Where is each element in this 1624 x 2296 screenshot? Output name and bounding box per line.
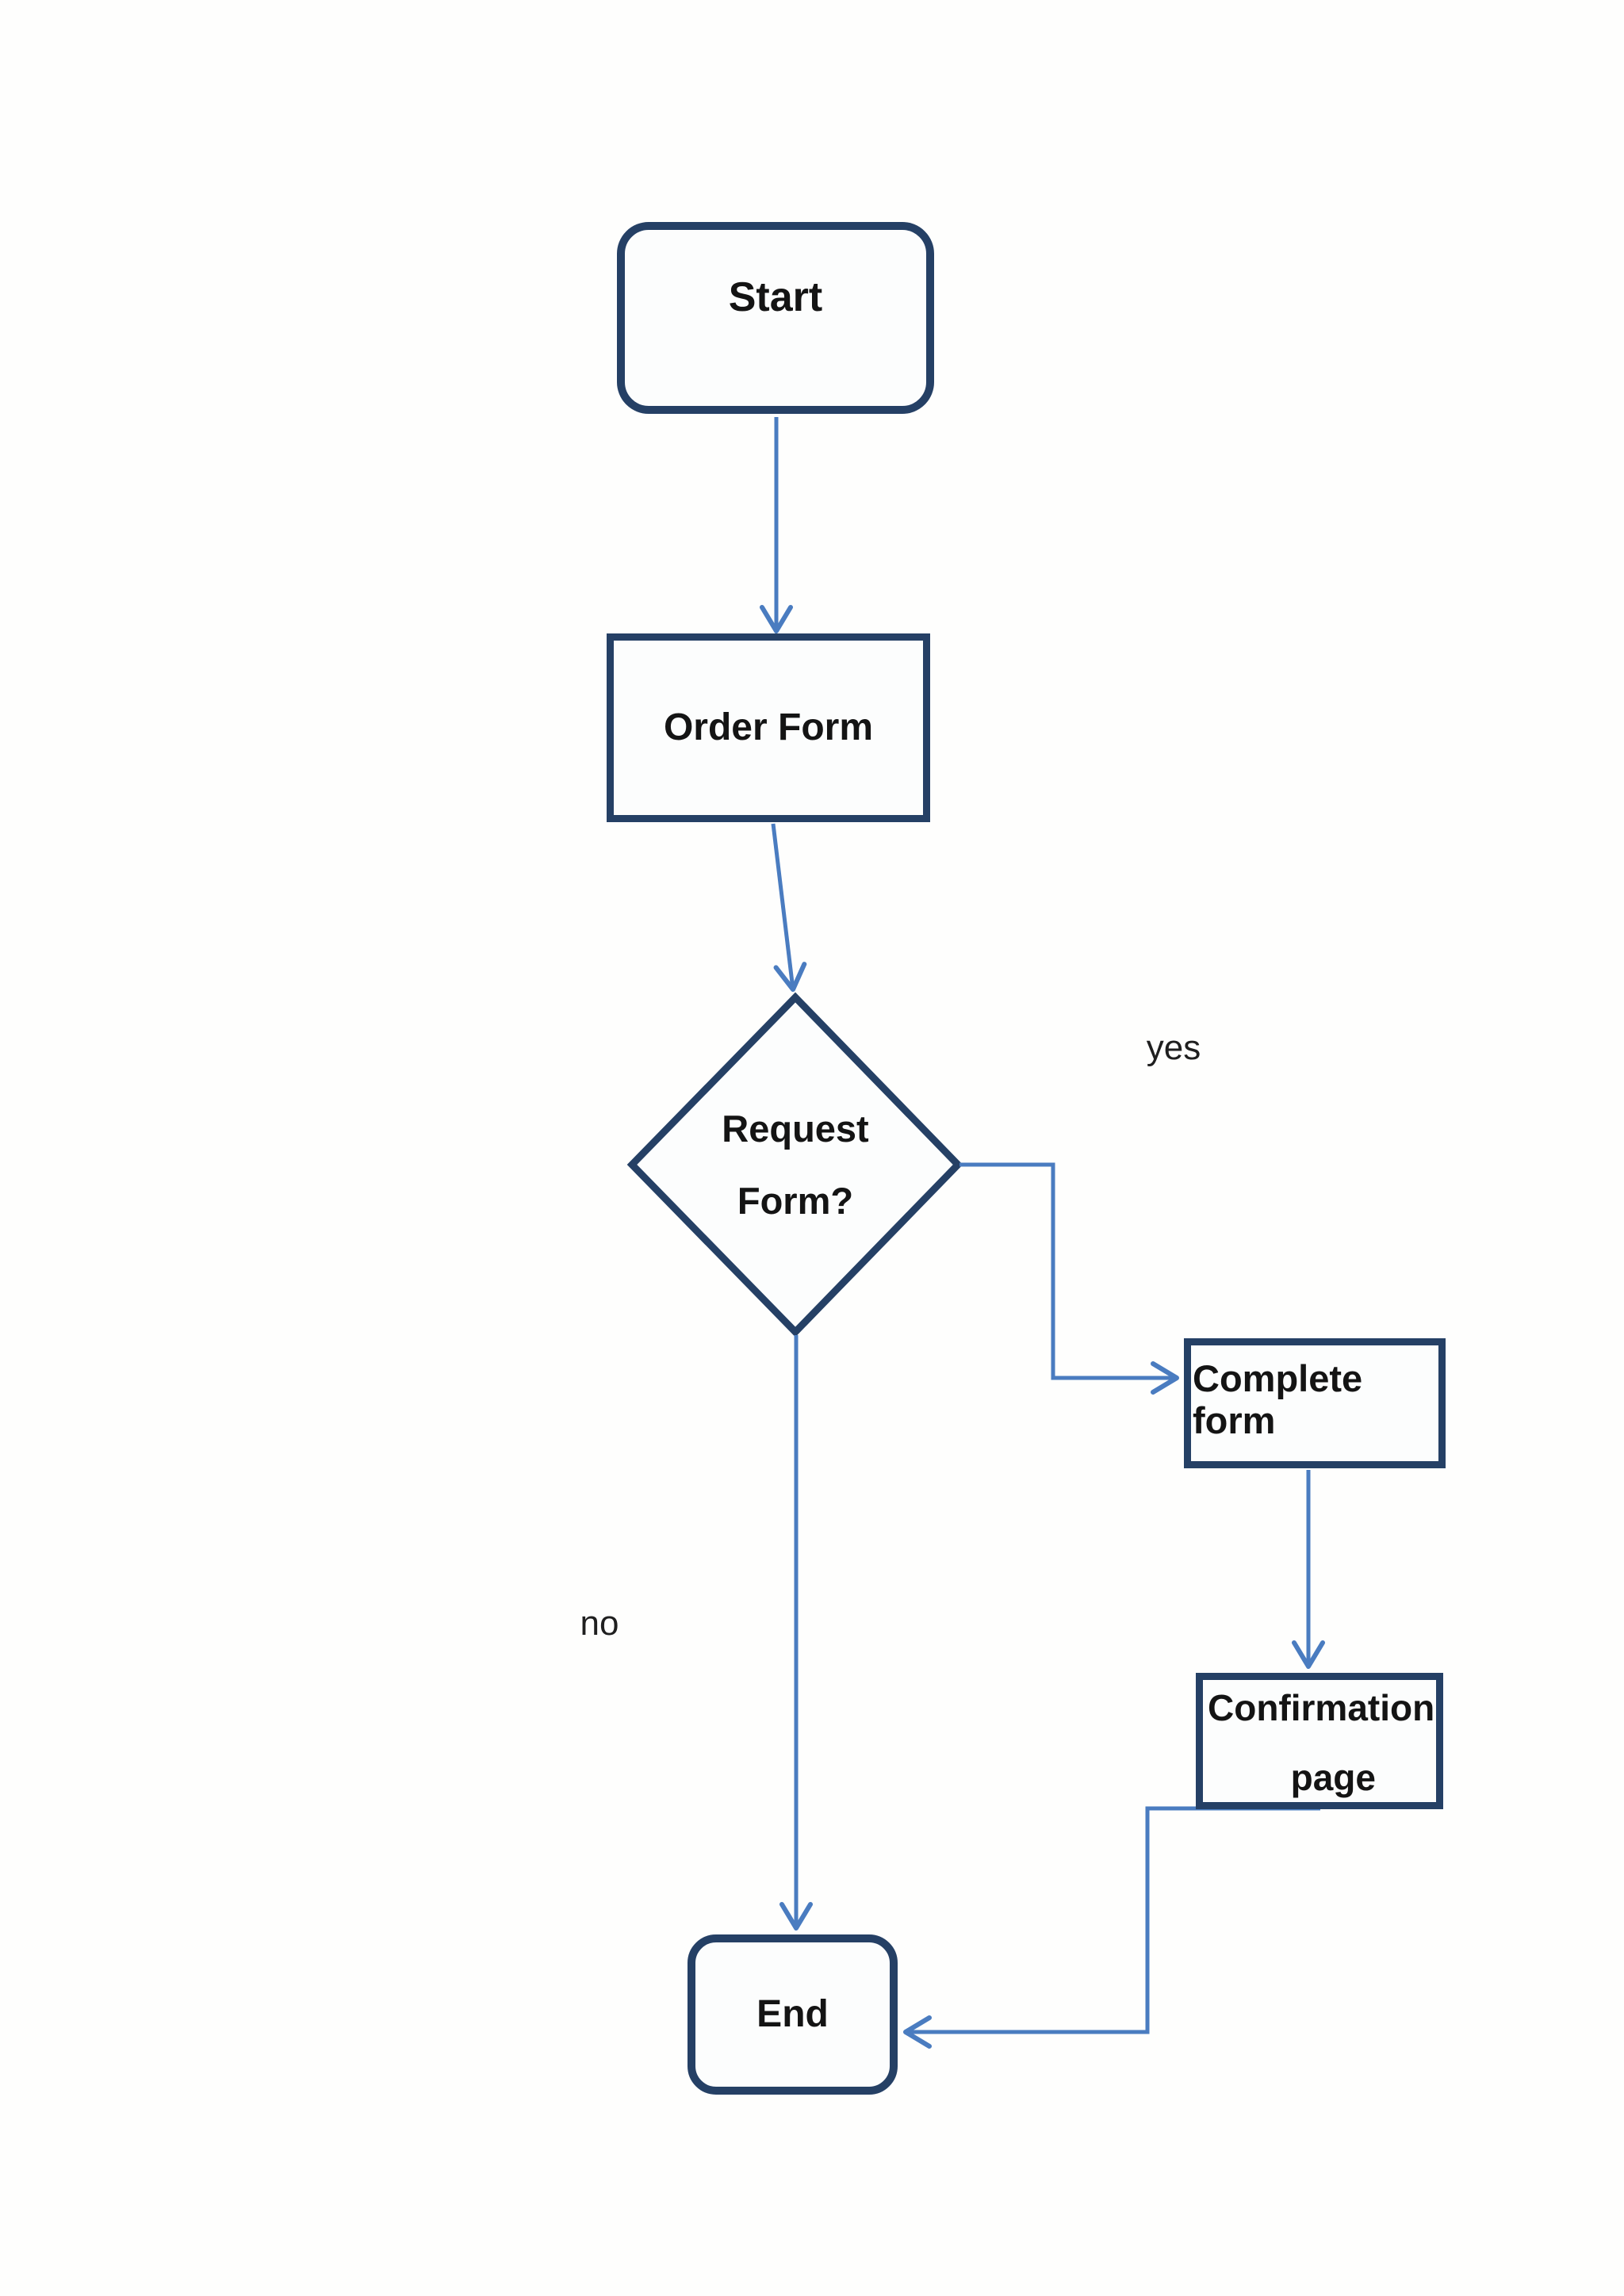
connector-order-form-to-decision: [771, 823, 807, 992]
node-order-form-label: Order Form: [663, 706, 874, 749]
connector-decision-yes-to-complete-form: [959, 1162, 1179, 1395]
decision-label-line1: Request: [722, 1108, 869, 1150]
edge-label-yes: yes: [1146, 1028, 1201, 1067]
edge-label-no: no: [580, 1604, 619, 1643]
connector-confirmation-page-to-end: [903, 1806, 1320, 2049]
decision-label-line2: Form?: [737, 1180, 854, 1222]
node-complete-form-label: Complete form: [1193, 1357, 1363, 1441]
node-confirmation-page-label-line2: page: [1290, 1757, 1376, 1799]
node-start: Start: [617, 222, 934, 414]
node-end: End: [688, 1934, 898, 2095]
node-confirmation-page-label-line1: Confirmation: [1208, 1687, 1435, 1728]
node-order-form: Order Form: [607, 633, 930, 822]
node-start-label: Start: [728, 274, 823, 320]
node-request-form-decision-shape: [626, 992, 963, 1337]
node-confirmation-page: Confirmation page: [1196, 1673, 1443, 1809]
node-end-label: End: [756, 1993, 829, 2036]
node-complete-form: Complete form: [1184, 1338, 1446, 1468]
node-request-form-decision-label: Request Form?: [674, 1089, 917, 1240]
